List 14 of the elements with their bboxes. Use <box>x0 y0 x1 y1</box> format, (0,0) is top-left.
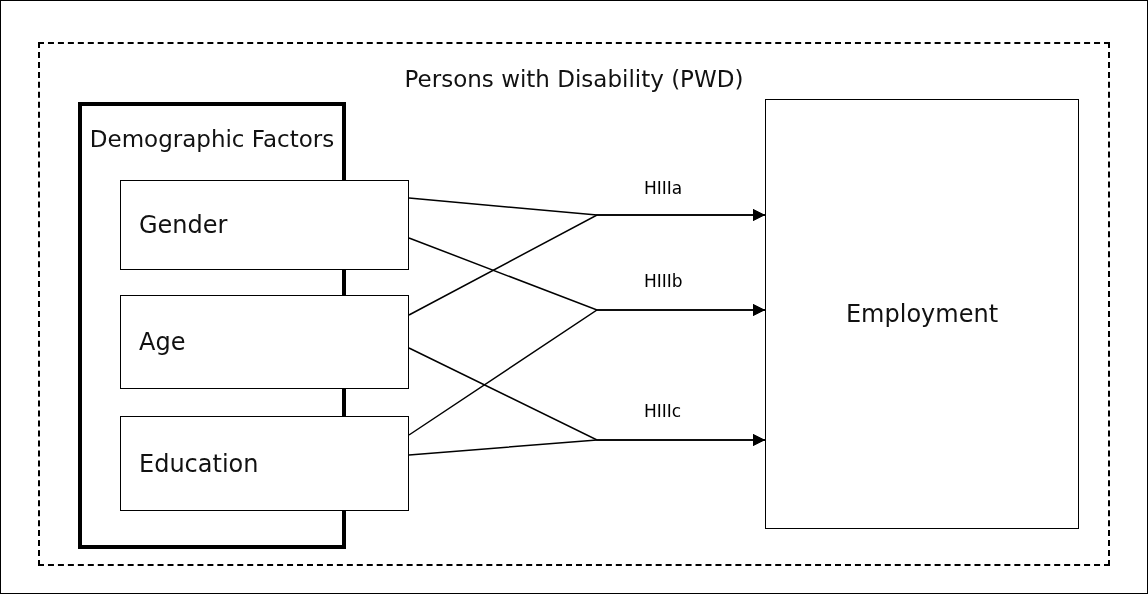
node-label: Age <box>139 328 186 356</box>
arrow <box>408 209 766 316</box>
arrow <box>408 304 766 436</box>
node-label: Education <box>139 449 259 478</box>
node-label: Gender <box>139 211 228 239</box>
factor-box <box>120 295 409 389</box>
arrow <box>408 434 766 456</box>
group-title: Persons with Disability (PWD) <box>403 66 745 92</box>
dashed-group-boundary <box>38 42 1110 566</box>
factor-box <box>120 416 409 511</box>
group-title: Demographic Factors <box>88 126 336 152</box>
node-label: Employment <box>844 300 1000 328</box>
factor-box <box>120 180 409 270</box>
outcome-box <box>765 99 1079 529</box>
